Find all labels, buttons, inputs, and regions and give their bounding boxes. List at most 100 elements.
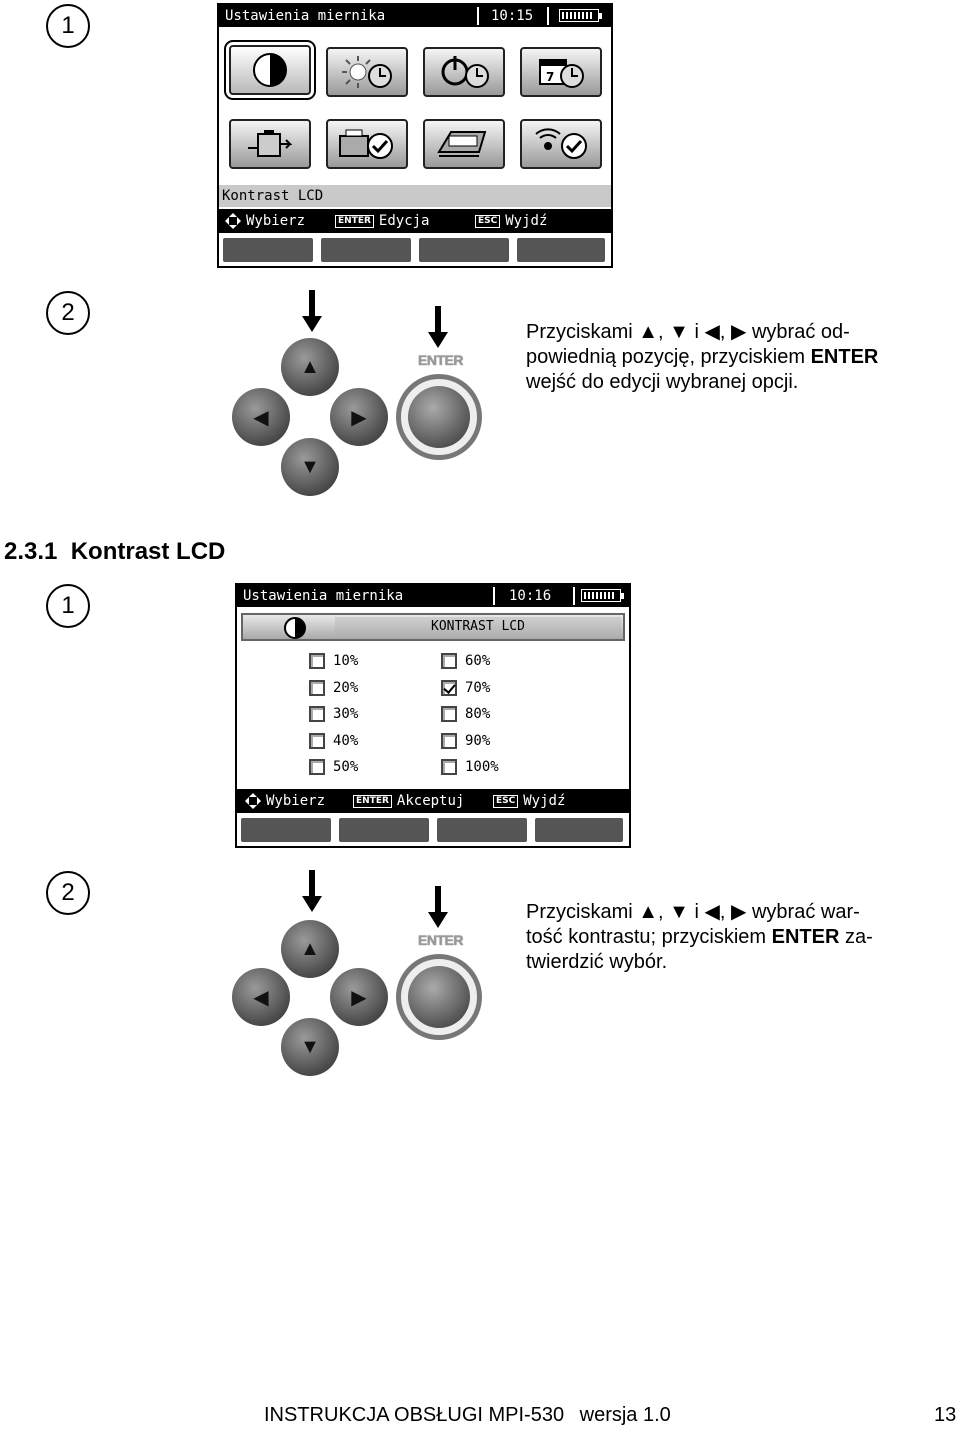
page-number: 13 bbox=[934, 1404, 957, 1426]
softkey-3[interactable] bbox=[437, 818, 527, 842]
backlight-timer-icon bbox=[342, 56, 392, 88]
battery-charge-option[interactable] bbox=[229, 119, 311, 169]
checkbox[interactable] bbox=[441, 759, 457, 775]
contrast-option-item[interactable]: 90% bbox=[441, 732, 491, 749]
backlight-timer-option[interactable] bbox=[326, 47, 408, 97]
up-button[interactable]: ▲ bbox=[281, 338, 339, 396]
contrast-option-label: 90% bbox=[465, 732, 491, 749]
contrast-icon bbox=[253, 53, 287, 87]
up-arrow-icon: ▲ bbox=[638, 901, 659, 923]
hint-esc: Wyjdź bbox=[523, 793, 566, 809]
step-number-2: 2 bbox=[46, 291, 90, 335]
softkeys bbox=[219, 234, 611, 266]
softkey-3[interactable] bbox=[419, 238, 509, 262]
down-arrow-icon: ▼ bbox=[669, 321, 689, 343]
selected-option-label: Kontrast LCD bbox=[219, 185, 611, 207]
battery-icon bbox=[559, 9, 602, 22]
press-arrow-icon bbox=[428, 306, 448, 348]
auto-off-timer-option[interactable] bbox=[423, 47, 505, 97]
esc-key-tag: ESC bbox=[475, 214, 501, 228]
contrast-option-item[interactable]: 70% bbox=[441, 679, 491, 696]
softkey-4[interactable] bbox=[535, 818, 623, 842]
press-arrow-icon bbox=[302, 870, 322, 912]
up-arrow-icon: ▲ bbox=[638, 321, 659, 343]
wireless-check-icon bbox=[535, 128, 587, 159]
softkey-4[interactable] bbox=[517, 238, 605, 262]
step-number-2b: 2 bbox=[46, 871, 90, 915]
contrast-option-item[interactable]: 10% bbox=[309, 653, 358, 669]
press-arrow-icon bbox=[428, 886, 448, 928]
softkey-1[interactable] bbox=[241, 818, 331, 842]
checkbox[interactable] bbox=[441, 706, 457, 722]
softkey-1[interactable] bbox=[223, 238, 313, 262]
printer-icon bbox=[437, 131, 487, 157]
wireless-check-option[interactable] bbox=[520, 119, 602, 169]
contrast-option-label: 80% bbox=[465, 706, 491, 722]
down-button[interactable]: ▼ bbox=[281, 1018, 339, 1076]
date-time-option[interactable]: 7 bbox=[520, 47, 602, 97]
contrast-option-item[interactable]: 30% bbox=[309, 706, 358, 722]
hint-enter: Edycja bbox=[378, 213, 430, 229]
hint-bar: Wybierz ENTER Edycja ESC Wyjdź bbox=[219, 209, 611, 233]
manual-title: INSTRUKCJA OBSŁUGI MPI-530 bbox=[264, 1404, 565, 1426]
step-number-1: 1 bbox=[46, 4, 90, 48]
left-button[interactable]: ◀ bbox=[232, 968, 290, 1026]
step-number-1b: 1 bbox=[46, 584, 90, 628]
right-button[interactable]: ▶ bbox=[330, 968, 388, 1026]
meter-settings-screen: Ustawienia miernika 10:15 bbox=[217, 3, 613, 268]
contrast-option[interactable] bbox=[224, 40, 316, 100]
manual-version: wersja 1.0 bbox=[579, 1404, 671, 1426]
four-way-arrows-icon bbox=[225, 213, 241, 229]
checkbox[interactable] bbox=[441, 679, 457, 696]
hint-bar: Wybierz ENTER Akceptuj ESC Wyjdź bbox=[237, 789, 629, 813]
checkbox[interactable] bbox=[309, 679, 325, 696]
softkey-2[interactable] bbox=[321, 238, 411, 262]
left-arrow-icon: ◀ bbox=[704, 901, 720, 923]
left-arrow-icon: ◀ bbox=[704, 321, 720, 343]
checkbox[interactable] bbox=[441, 653, 457, 669]
softkeys bbox=[237, 814, 629, 846]
settings-check-option[interactable] bbox=[326, 119, 408, 169]
checkbox[interactable] bbox=[309, 706, 325, 722]
enter-button[interactable] bbox=[408, 966, 470, 1028]
contrast-option-label: 70% bbox=[465, 679, 491, 696]
contrast-option-item[interactable]: 20% bbox=[309, 679, 358, 696]
softkey-2[interactable] bbox=[339, 818, 429, 842]
battery-icon bbox=[581, 589, 624, 602]
enter-key-tag: ENTER bbox=[353, 794, 392, 808]
enter-button[interactable] bbox=[408, 386, 470, 448]
up-button[interactable]: ▲ bbox=[281, 920, 339, 978]
hint-esc: Wyjdź bbox=[505, 213, 548, 229]
svg-text:7: 7 bbox=[546, 70, 554, 84]
clock: 10:15 bbox=[491, 8, 534, 24]
keypad-1: ▲ ◀ ▶ ▼ ENTER bbox=[228, 290, 488, 500]
contrast-option-label: 100% bbox=[465, 759, 499, 775]
screen-title: Ustawienia miernika bbox=[243, 588, 404, 604]
contrast-option-item[interactable]: 50% bbox=[309, 759, 358, 775]
right-arrow-icon: ▶ bbox=[731, 901, 747, 923]
checkbox[interactable] bbox=[309, 653, 325, 669]
right-button[interactable]: ▶ bbox=[330, 388, 388, 446]
auto-off-timer-icon bbox=[441, 56, 489, 88]
date-time-icon: 7 bbox=[539, 59, 584, 88]
hint-select: Wybierz bbox=[266, 793, 326, 809]
settings-check-icon bbox=[339, 129, 393, 159]
contrast-option-item[interactable]: 40% bbox=[309, 732, 359, 749]
contrast-screen: Ustawienia miernika 10:16 KONTRAST LCD 1… bbox=[235, 583, 631, 848]
contrast-option-item[interactable]: 60% bbox=[441, 653, 490, 669]
contrast-option-item[interactable]: 100% bbox=[441, 759, 499, 775]
footer-manual: INSTRUKCJA OBSŁUGI MPI-530 wersja 1.0 bbox=[264, 1404, 671, 1427]
down-arrow-icon: ▼ bbox=[669, 901, 689, 923]
keypad-2: ▲ ◀ ▶ ▼ ENTER bbox=[228, 870, 488, 1080]
contrast-option-label: 50% bbox=[333, 759, 359, 775]
screen-title-bar: Ustawienia miernika 10:16 bbox=[237, 585, 629, 607]
checkbox[interactable] bbox=[441, 732, 457, 749]
down-button[interactable]: ▼ bbox=[281, 438, 339, 496]
checkbox[interactable] bbox=[309, 759, 325, 775]
checkbox[interactable] bbox=[309, 732, 325, 749]
left-button[interactable]: ◀ bbox=[232, 388, 290, 446]
contrast-option-label: 40% bbox=[333, 732, 359, 749]
section-title: 2.3.1 Kontrast LCD bbox=[4, 538, 226, 565]
printer-option[interactable] bbox=[423, 119, 505, 169]
contrast-option-item[interactable]: 80% bbox=[441, 706, 490, 722]
